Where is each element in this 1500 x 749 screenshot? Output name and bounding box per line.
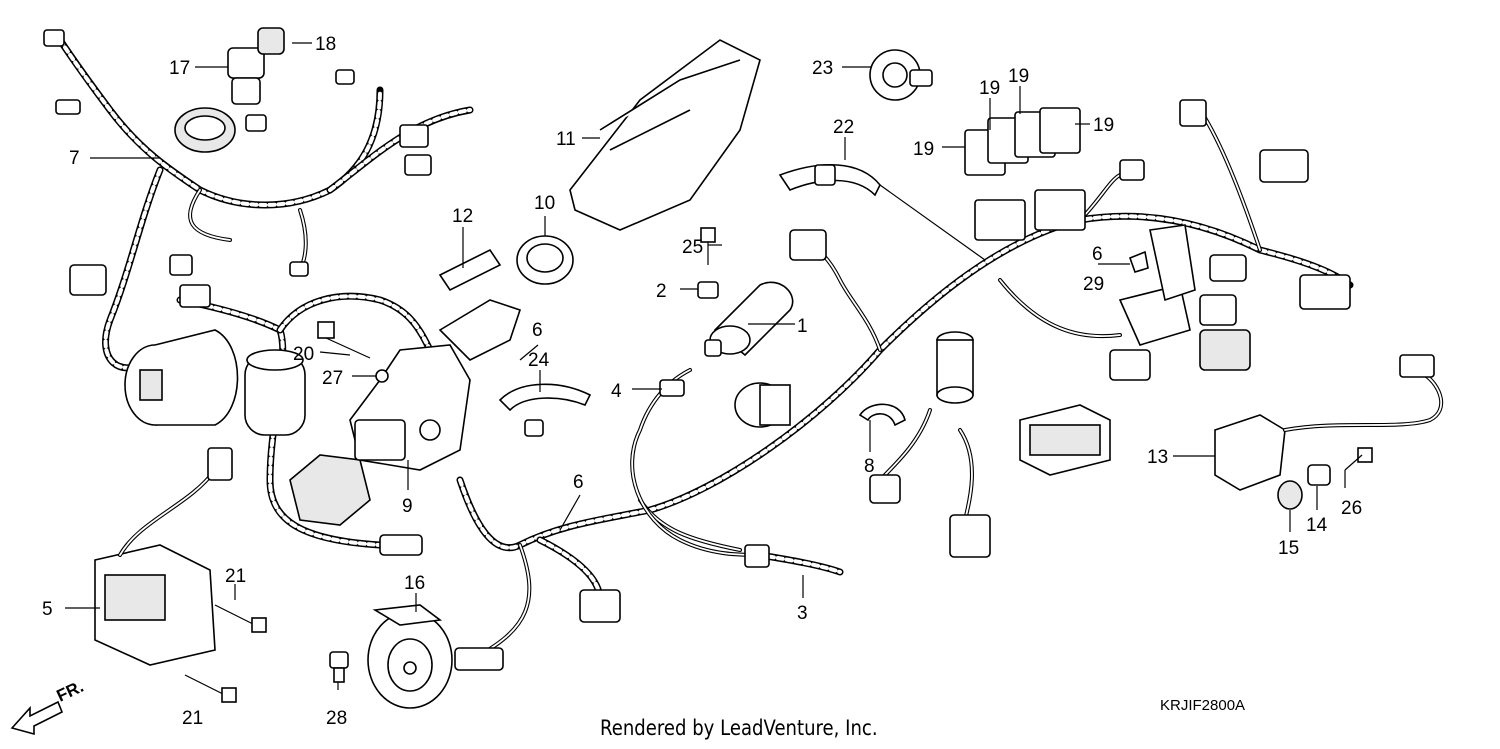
part-11-cover bbox=[569, 39, 761, 231]
callout-14: 14 bbox=[1306, 515, 1328, 536]
callout-3: 3 bbox=[797, 603, 808, 624]
part-22-band bbox=[778, 163, 986, 261]
part-14-collar bbox=[1307, 464, 1331, 486]
leader-lines bbox=[65, 42, 1346, 690]
callout-7: 7 bbox=[69, 148, 80, 169]
callout-27-washer: 27 bbox=[322, 368, 343, 389]
part-2-nut bbox=[697, 281, 719, 299]
part-capacitor-left bbox=[124, 329, 239, 426]
callout-23: 23 bbox=[812, 58, 833, 79]
part-10-key-cover bbox=[516, 235, 574, 285]
callout-29: 29 bbox=[1083, 274, 1104, 295]
part-20-bolt bbox=[317, 321, 371, 359]
callout-15: 15 bbox=[1278, 538, 1299, 559]
part-8-clip bbox=[858, 403, 906, 427]
callout-20: 20 bbox=[293, 344, 314, 365]
part-16-horn bbox=[367, 604, 453, 709]
front-label: FR. bbox=[54, 677, 87, 706]
part-25-bolt bbox=[700, 227, 716, 265]
callout-27: 21 bbox=[225, 566, 246, 587]
callout-16: 16 bbox=[404, 573, 425, 594]
callout-2: 2 bbox=[656, 281, 667, 302]
callout-19-a: 19 bbox=[979, 78, 1000, 99]
part-13-sensor bbox=[1214, 354, 1444, 491]
part-regulator-pad bbox=[289, 454, 371, 526]
part-4-cable bbox=[630, 368, 762, 557]
callout-8: 8 bbox=[864, 456, 875, 477]
part-27-washer bbox=[375, 369, 389, 383]
callout-19-b: 19 bbox=[1008, 66, 1029, 87]
diagram-code: KRJIF2800A bbox=[1160, 697, 1246, 714]
part-coil bbox=[244, 349, 306, 436]
part-29-clip bbox=[1128, 250, 1149, 273]
left-wire-harness bbox=[43, 29, 474, 556]
callout-25: 25 bbox=[682, 237, 703, 258]
callout-18: 18 bbox=[315, 34, 336, 55]
part-1-starter-relay bbox=[704, 281, 794, 357]
part-21-bolt-upper bbox=[214, 604, 267, 633]
part-19-relays bbox=[964, 107, 1081, 176]
part-17-connector-cover bbox=[227, 47, 265, 105]
callout-13: 13 bbox=[1147, 447, 1168, 468]
callout-11: 11 bbox=[556, 129, 576, 150]
callout-28: 28 bbox=[326, 708, 347, 729]
part-24-band bbox=[498, 383, 592, 437]
part-9-ignition-switch bbox=[349, 344, 471, 471]
callout-labels: 1 2 3 4 5 6 6 6 7 8 9 10 11 12 13 14 15 … bbox=[42, 34, 1362, 729]
part-ignition-gasket bbox=[438, 299, 522, 361]
part-28-bolt bbox=[329, 651, 349, 683]
part-23-clamp bbox=[869, 49, 933, 101]
callout-6-right: 6 bbox=[1092, 244, 1103, 265]
callout-5: 5 bbox=[42, 599, 53, 620]
callout-6-ignition: 6 bbox=[532, 320, 543, 341]
callout-19-c: 19 bbox=[1093, 115, 1114, 136]
center-wire-harness bbox=[454, 99, 1354, 671]
callout-17: 17 bbox=[169, 58, 190, 79]
callout-1: 1 bbox=[797, 316, 808, 337]
callout-22: 22 bbox=[833, 117, 854, 138]
callout-12: 12 bbox=[452, 206, 473, 227]
callout-9: 9 bbox=[402, 496, 413, 517]
callout-26: 26 bbox=[1341, 498, 1362, 519]
render-credit: Rendered by LeadVenture, Inc. bbox=[600, 716, 878, 740]
part-3-cable bbox=[744, 544, 844, 576]
part-26-bolt bbox=[1344, 447, 1373, 471]
callout-24: 24 bbox=[528, 350, 550, 371]
callout-10: 10 bbox=[534, 193, 555, 214]
part-15-grommet bbox=[1277, 480, 1303, 510]
part-21-bolt-lower bbox=[184, 674, 237, 703]
part-5-control-unit bbox=[94, 447, 233, 666]
callout-19-d: 19 bbox=[913, 139, 934, 160]
callout-4: 4 bbox=[611, 381, 622, 402]
part-12-plate bbox=[438, 248, 502, 292]
part-18-cap bbox=[257, 27, 285, 55]
callout-6-center: 6 bbox=[573, 472, 584, 493]
front-indicator: FR. bbox=[10, 677, 87, 736]
callout-21-lower: 21 bbox=[182, 708, 203, 729]
